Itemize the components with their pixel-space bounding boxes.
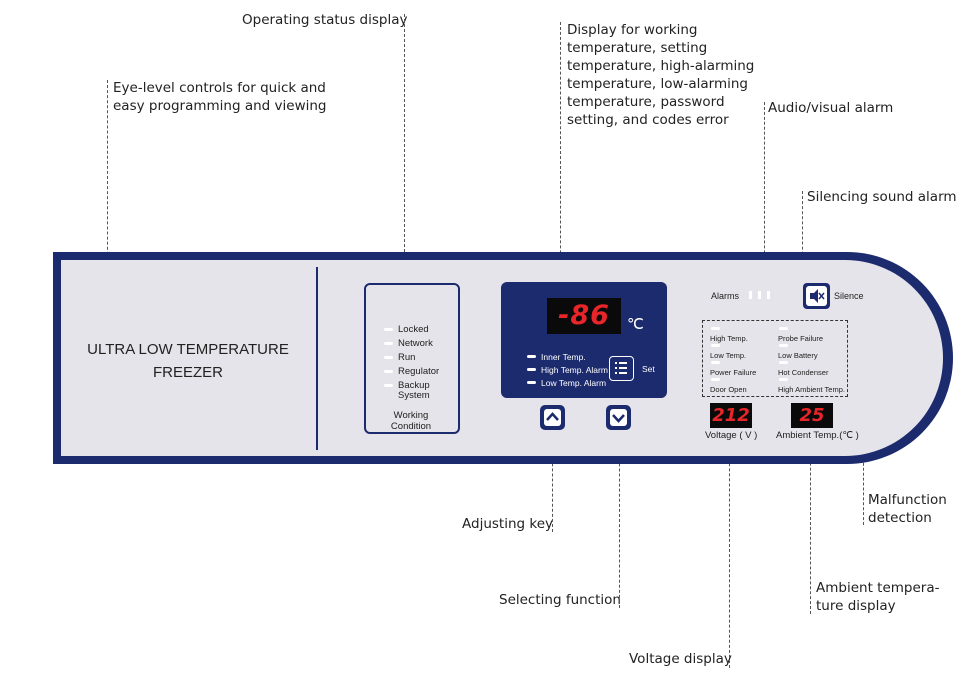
callout-malfunction-line1: Malfunction	[868, 492, 947, 508]
led-backup-system	[384, 384, 393, 387]
leader-operating-status	[404, 14, 405, 282]
malf-low-battery: Low Battery	[778, 351, 818, 360]
malf-power-failure: Power Failure	[710, 368, 757, 377]
mute-speaker-icon	[810, 289, 825, 303]
up-key-face	[544, 409, 561, 426]
label-inner-temp: Inner Temp.	[541, 352, 586, 362]
set-button[interactable]	[609, 356, 634, 381]
wc-label-run: Run	[398, 352, 416, 363]
temperature-unit: ℃	[627, 316, 644, 333]
led-high-temp-alarm	[527, 368, 536, 371]
silence-button-face	[806, 286, 827, 306]
callout-silencing: Silencing sound alarm	[807, 189, 957, 205]
ambient-readout-background	[791, 403, 833, 428]
label-low-temp-alarm: Low Temp. Alarm	[541, 378, 607, 388]
wc-label-backup: Backup	[398, 380, 430, 391]
led-hot-condenser	[779, 361, 788, 364]
led-locked	[384, 328, 393, 331]
voltage-caption: Voltage ( V )	[705, 430, 758, 441]
set-label: Set	[642, 364, 655, 374]
callout-display-line2: temperature, setting	[567, 40, 708, 56]
leader-display	[560, 22, 561, 298]
leader-selecting	[619, 428, 620, 608]
malf-hot-condenser: Hot Condenser	[778, 368, 829, 377]
label-high-temp-alarm: High Temp. Alarm	[541, 365, 608, 375]
wc-label-system: System	[398, 390, 430, 401]
led-network	[384, 342, 393, 345]
ambient-caption: Ambient Temp.(℃ )	[776, 430, 859, 441]
leader-silencing	[802, 191, 803, 285]
leader-adjusting	[552, 428, 553, 532]
alarms-label: Alarms	[711, 291, 740, 301]
wc-label-network: Network	[398, 338, 433, 349]
chevron-down-icon	[612, 414, 625, 423]
led-run	[384, 356, 393, 359]
panel-title-line2: FREEZER	[152, 364, 223, 381]
panel-divider	[316, 267, 318, 450]
callout-display-line5: temperature, password	[567, 94, 725, 110]
wc-title-line1: Working	[393, 410, 429, 421]
led-probe-failure	[779, 327, 788, 330]
callout-selecting: Selecting function	[499, 592, 621, 608]
callout-display-line4: temperature, low-alarming	[567, 76, 748, 92]
leader-eye-level	[107, 80, 108, 280]
wc-title-line2: Condition	[390, 421, 432, 432]
temperature-readout-background	[547, 298, 621, 334]
callout-malfunction-line2: detection	[868, 510, 932, 526]
leader-ambient	[810, 428, 811, 614]
malf-high-temp: High Temp.	[710, 334, 748, 343]
callout-ambient-line2: ture display	[816, 598, 896, 614]
up-key-button[interactable]	[540, 405, 565, 430]
wc-label-locked: Locked	[398, 324, 429, 335]
down-key-face	[610, 409, 627, 426]
list-icon	[615, 362, 627, 374]
callout-ambient-line1: Ambient tempera-	[816, 580, 940, 596]
callout-display-line3: temperature, high-alarming	[567, 58, 755, 74]
malf-door-open: Door Open	[710, 385, 747, 394]
working-condition-box	[364, 283, 460, 434]
panel-title: ULTRA LOW TEMPERATURE FREEZER	[80, 338, 296, 384]
callout-eye-level-line2: easy programming and viewing	[113, 98, 327, 114]
chevron-up-icon	[546, 412, 559, 421]
led-high-ambient-temp	[779, 378, 788, 381]
callout-audio-visual: Audio/visual alarm	[768, 100, 894, 116]
led-door-open	[711, 378, 720, 381]
callout-operating-status: Operating status display	[242, 12, 408, 28]
voltage-readout-background	[710, 403, 752, 428]
panel-title-line1: ULTRA LOW TEMPERATURE	[87, 341, 289, 358]
callout-adjusting: Adjusting key	[462, 516, 553, 532]
callout-display-line1: Display for working	[567, 22, 698, 38]
malf-probe-failure: Probe Failure	[778, 334, 824, 343]
leader-audio-visual	[764, 102, 765, 288]
led-inner-temp	[527, 355, 536, 358]
led-power-failure	[711, 361, 720, 364]
malf-low-temp: Low Temp.	[710, 351, 747, 360]
led-low-temp	[711, 344, 720, 347]
voltage-readout: 212	[712, 405, 750, 426]
down-key-button[interactable]	[606, 405, 631, 430]
wc-label-regulator: Regulator	[398, 366, 440, 377]
led-high-temp	[711, 327, 720, 330]
malfunction-box	[702, 320, 848, 397]
led-regulator	[384, 370, 393, 373]
silence-label: Silence	[834, 291, 864, 301]
led-low-temp-alarm	[527, 381, 536, 384]
callout-voltage: Voltage display	[629, 651, 732, 667]
working-condition-title: Working Condition	[372, 410, 450, 432]
alarm-led-3	[767, 291, 770, 299]
ambient-readout: 25	[799, 405, 825, 426]
silence-button[interactable]	[803, 283, 830, 309]
led-low-battery	[779, 344, 788, 347]
malf-high-ambient-temp: High Ambient Temp.	[778, 385, 845, 394]
callout-display-line6: setting, and codes error	[567, 112, 729, 128]
callout-eye-level-line1: Eye-level controls for quick and	[113, 80, 326, 96]
alarm-led-1	[749, 291, 752, 299]
alarm-led-2	[758, 291, 761, 299]
temperature-readout: -86	[558, 300, 610, 331]
leader-voltage	[729, 428, 730, 668]
